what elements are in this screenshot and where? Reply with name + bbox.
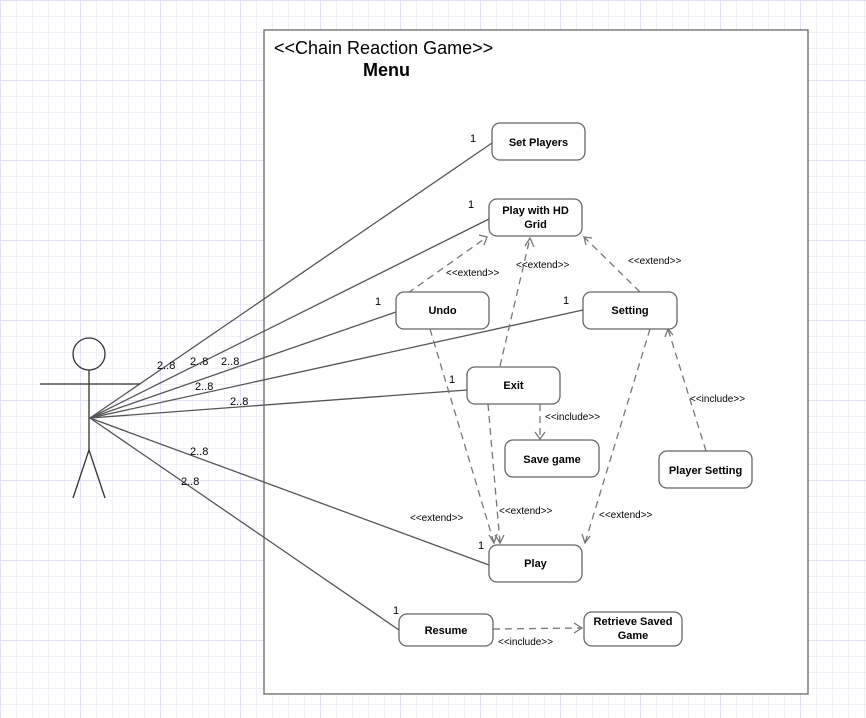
dep-exit-play-hd [499,237,531,367]
assoc-undo [89,311,397,419]
system-subtitle: Menu [363,60,410,80]
mult-set-players: 1 [470,133,476,145]
arrowhead [524,236,535,248]
use-case-label: Save game [523,454,580,466]
label-extend: <<extend>> [410,513,464,524]
use-case-save-game[interactable]: Save game [504,439,600,478]
mult-undo: 1 [375,296,381,308]
use-case-label: Player Setting [669,465,742,477]
mult-actor-undo: 2..8 [157,360,175,372]
dep-player-setting-setting [667,328,707,452]
dep-undo-play [429,328,495,544]
dep-undo-play-hd [407,236,488,294]
mult-play: 1 [478,540,484,552]
use-case-play[interactable]: Play [488,544,583,583]
use-case-label: Undo [428,305,456,317]
arrowhead [583,236,593,246]
arrowhead [534,431,546,441]
mult-exit: 1 [449,374,455,386]
use-case-label-line2: Grid [524,219,547,231]
use-case-box [582,291,678,330]
use-case-label-line1: Retrieve Saved [594,616,673,628]
stereotype-labels: <<extend>> <<extend>> <<extend>> <<inclu… [410,256,745,648]
use-case-play-with-hd-grid[interactable]: Play with HD Grid [488,198,583,237]
label-include: <<include>> [498,637,553,648]
mult-actor-setting: 2..8 [195,381,213,393]
label-extend: <<extend>> [516,260,570,271]
multiplicity-labels: 1 1 1 1 1 1 1 2..8 2..8 2..8 2..8 2..8 2… [157,133,569,617]
label-extend: <<extend>> [628,256,682,267]
mult-actor-play-hd: 2..8 [190,356,208,368]
mult-resume: 1 [393,605,399,617]
use-case-undo[interactable]: Undo [395,291,490,330]
dep-setting-play [584,328,651,544]
use-case-label-line1: Play with HD [502,205,569,217]
label-extend: <<extend>> [599,510,653,521]
arrowhead [478,234,488,246]
use-case-box [466,366,561,405]
arrowhead [573,622,584,634]
use-case-box [504,439,600,478]
assoc-setting [89,309,584,419]
system-title: <<Chain Reaction Game>> [274,38,493,58]
use-case-retrieve-saved-game[interactable]: Retrieve Saved Game [583,611,683,647]
assoc-play-hd [89,218,490,419]
label-include: <<include>> [690,394,745,405]
use-case-label: Exit [503,380,524,392]
use-case-box [583,611,683,647]
actor-head [72,337,106,371]
dependencies [407,234,707,634]
arrowhead [581,533,591,545]
mult-actor-play: 2..8 [190,446,208,458]
use-case-set-players[interactable]: Set Players [491,122,586,161]
assoc-set-players [89,142,493,419]
use-case-player-setting[interactable]: Player Setting [658,450,753,489]
label-extend: <<extend>> [446,268,500,279]
use-case-label-line2: Game [618,630,649,642]
use-case-box [395,291,490,330]
use-case-label: Setting [611,305,648,317]
actor-left-leg [72,449,90,499]
use-case-label: Resume [425,625,468,637]
dep-setting-play-hd [583,236,641,293]
actor-right-leg [88,449,106,499]
label-extend: <<extend>> [499,506,553,517]
use-case-box [491,122,586,161]
use-case-label: Play [524,558,548,570]
assoc-play [89,417,490,566]
associations [89,142,584,631]
use-case-setting[interactable]: Setting [582,291,678,330]
mult-setting: 1 [563,295,569,307]
mult-actor-set-players: 2..8 [221,356,239,368]
label-include: <<include>> [545,412,600,423]
use-case-box [488,544,583,583]
use-case-box [488,198,583,237]
mult-play-hd: 1 [468,199,474,211]
use-case-label: Set Players [509,137,568,149]
dep-resume-retrieve [492,627,583,630]
assoc-exit [89,389,468,419]
use-case-box [658,450,753,489]
use-case-box [398,613,494,647]
assoc-resume [89,417,400,631]
mult-actor-resume: 2..8 [181,476,199,488]
mult-actor-exit: 2..8 [230,396,248,408]
actor[interactable] [40,337,140,499]
use-case-exit[interactable]: Exit [466,366,561,405]
use-case-resume[interactable]: Resume [398,613,494,647]
arrowhead [494,534,505,545]
